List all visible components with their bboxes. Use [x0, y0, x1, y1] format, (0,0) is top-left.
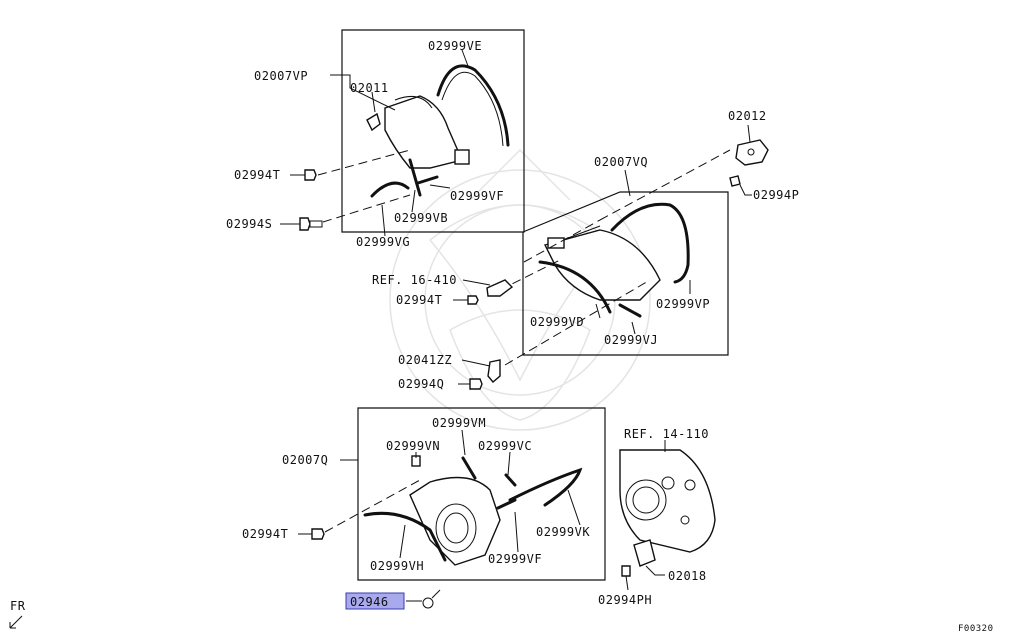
- watermark-emblem: [389, 148, 651, 431]
- lower-cover-group: [324, 407, 606, 581]
- middle-cover-group: [499, 149, 731, 366]
- label-02994S[interactable]: 02994S: [226, 217, 272, 231]
- seal-02999VG: [370, 181, 410, 198]
- seal-02999VE: [436, 64, 510, 147]
- label-02999VK[interactable]: 02999VK: [536, 525, 590, 539]
- label-fr: FR: [10, 599, 26, 613]
- ref-14-110-oil-pump: [619, 440, 716, 553]
- label-02999VJ[interactable]: 02999VJ: [604, 333, 658, 347]
- bolt-02994PH: [621, 565, 631, 591]
- seal-02999VK: [508, 467, 583, 507]
- label-ref-16-410[interactable]: REF. 16-410: [372, 273, 457, 287]
- part-02012: [735, 124, 769, 166]
- label-02999VP[interactable]: 02999VP: [656, 297, 710, 311]
- seal-02999VD: [538, 260, 612, 314]
- part-02011: [366, 112, 381, 132]
- figure-code: F00320: [958, 624, 994, 634]
- seal-02999VP: [610, 202, 690, 284]
- label-02007VP[interactable]: 02007VP: [254, 69, 308, 83]
- cover-clip-b: [547, 237, 565, 249]
- label-ref-14-110[interactable]: REF. 14-110: [624, 427, 709, 441]
- bolt-02994T-c: [298, 528, 325, 540]
- part-02041ZZ: [461, 359, 501, 383]
- label-02994T-b[interactable]: 02994T: [396, 293, 442, 307]
- upper-cover-part: [384, 95, 463, 169]
- label-02999VF-b[interactable]: 02999VF: [488, 552, 542, 566]
- seal-02999VH: [363, 511, 447, 562]
- seal-02999VF-a: [408, 158, 422, 197]
- bolt-02994S: [280, 217, 323, 231]
- seal-02999VM: [461, 456, 477, 480]
- middle-cover-box: [522, 191, 729, 356]
- label-02007VQ[interactable]: 02007VQ: [594, 155, 648, 169]
- bolt-02994T-a: [290, 169, 317, 181]
- label-02999VB[interactable]: 02999VB: [394, 211, 448, 225]
- label-02041ZZ[interactable]: 02041ZZ: [398, 353, 452, 367]
- label-02018[interactable]: 02018: [668, 569, 707, 583]
- label-02994T-a[interactable]: 02994T: [234, 168, 280, 182]
- label-02011[interactable]: 02011: [350, 81, 389, 95]
- highlight-02946: [345, 592, 405, 610]
- seal-02999VJ: [618, 303, 642, 318]
- label-02999VN[interactable]: 02999VN: [386, 439, 440, 453]
- seal-02999VC: [504, 473, 517, 487]
- label-02946[interactable]: 02946: [350, 595, 389, 609]
- front-arrow-icon: [9, 615, 23, 629]
- label-02012[interactable]: 02012: [728, 109, 767, 123]
- bolt-02994P: [729, 175, 752, 196]
- middle-cover-part: [543, 229, 661, 301]
- part-02018: [633, 539, 665, 576]
- label-02999VD[interactable]: 02999VD: [530, 315, 584, 329]
- label-02994P[interactable]: 02994P: [753, 188, 799, 202]
- label-02999VG[interactable]: 02999VG: [356, 235, 410, 249]
- label-02999VH[interactable]: 02999VH: [370, 559, 424, 573]
- ref-16-410-bracket: [462, 279, 514, 297]
- part-02946: [406, 589, 441, 609]
- seal-02999VF-b: [496, 498, 517, 510]
- label-02994PH[interactable]: 02994PH: [598, 593, 652, 607]
- label-02994Q[interactable]: 02994Q: [398, 377, 444, 391]
- bolt-02994T-b: [453, 295, 479, 305]
- label-02999VE[interactable]: 02999VE: [428, 39, 482, 53]
- label-02999VC[interactable]: 02999VC: [478, 439, 532, 453]
- label-02994T-c[interactable]: 02994T: [242, 527, 288, 541]
- seal-02999VB: [416, 175, 439, 185]
- bolt-02994Q: [458, 378, 483, 390]
- label-02007Q[interactable]: 02007Q: [282, 453, 328, 467]
- cover-clip: [454, 149, 470, 165]
- lower-cover-box: [357, 407, 606, 581]
- label-02999VF-a[interactable]: 02999VF: [450, 189, 504, 203]
- label-02999VM[interactable]: 02999VM: [432, 416, 486, 430]
- upper-cover-group: [280, 29, 525, 237]
